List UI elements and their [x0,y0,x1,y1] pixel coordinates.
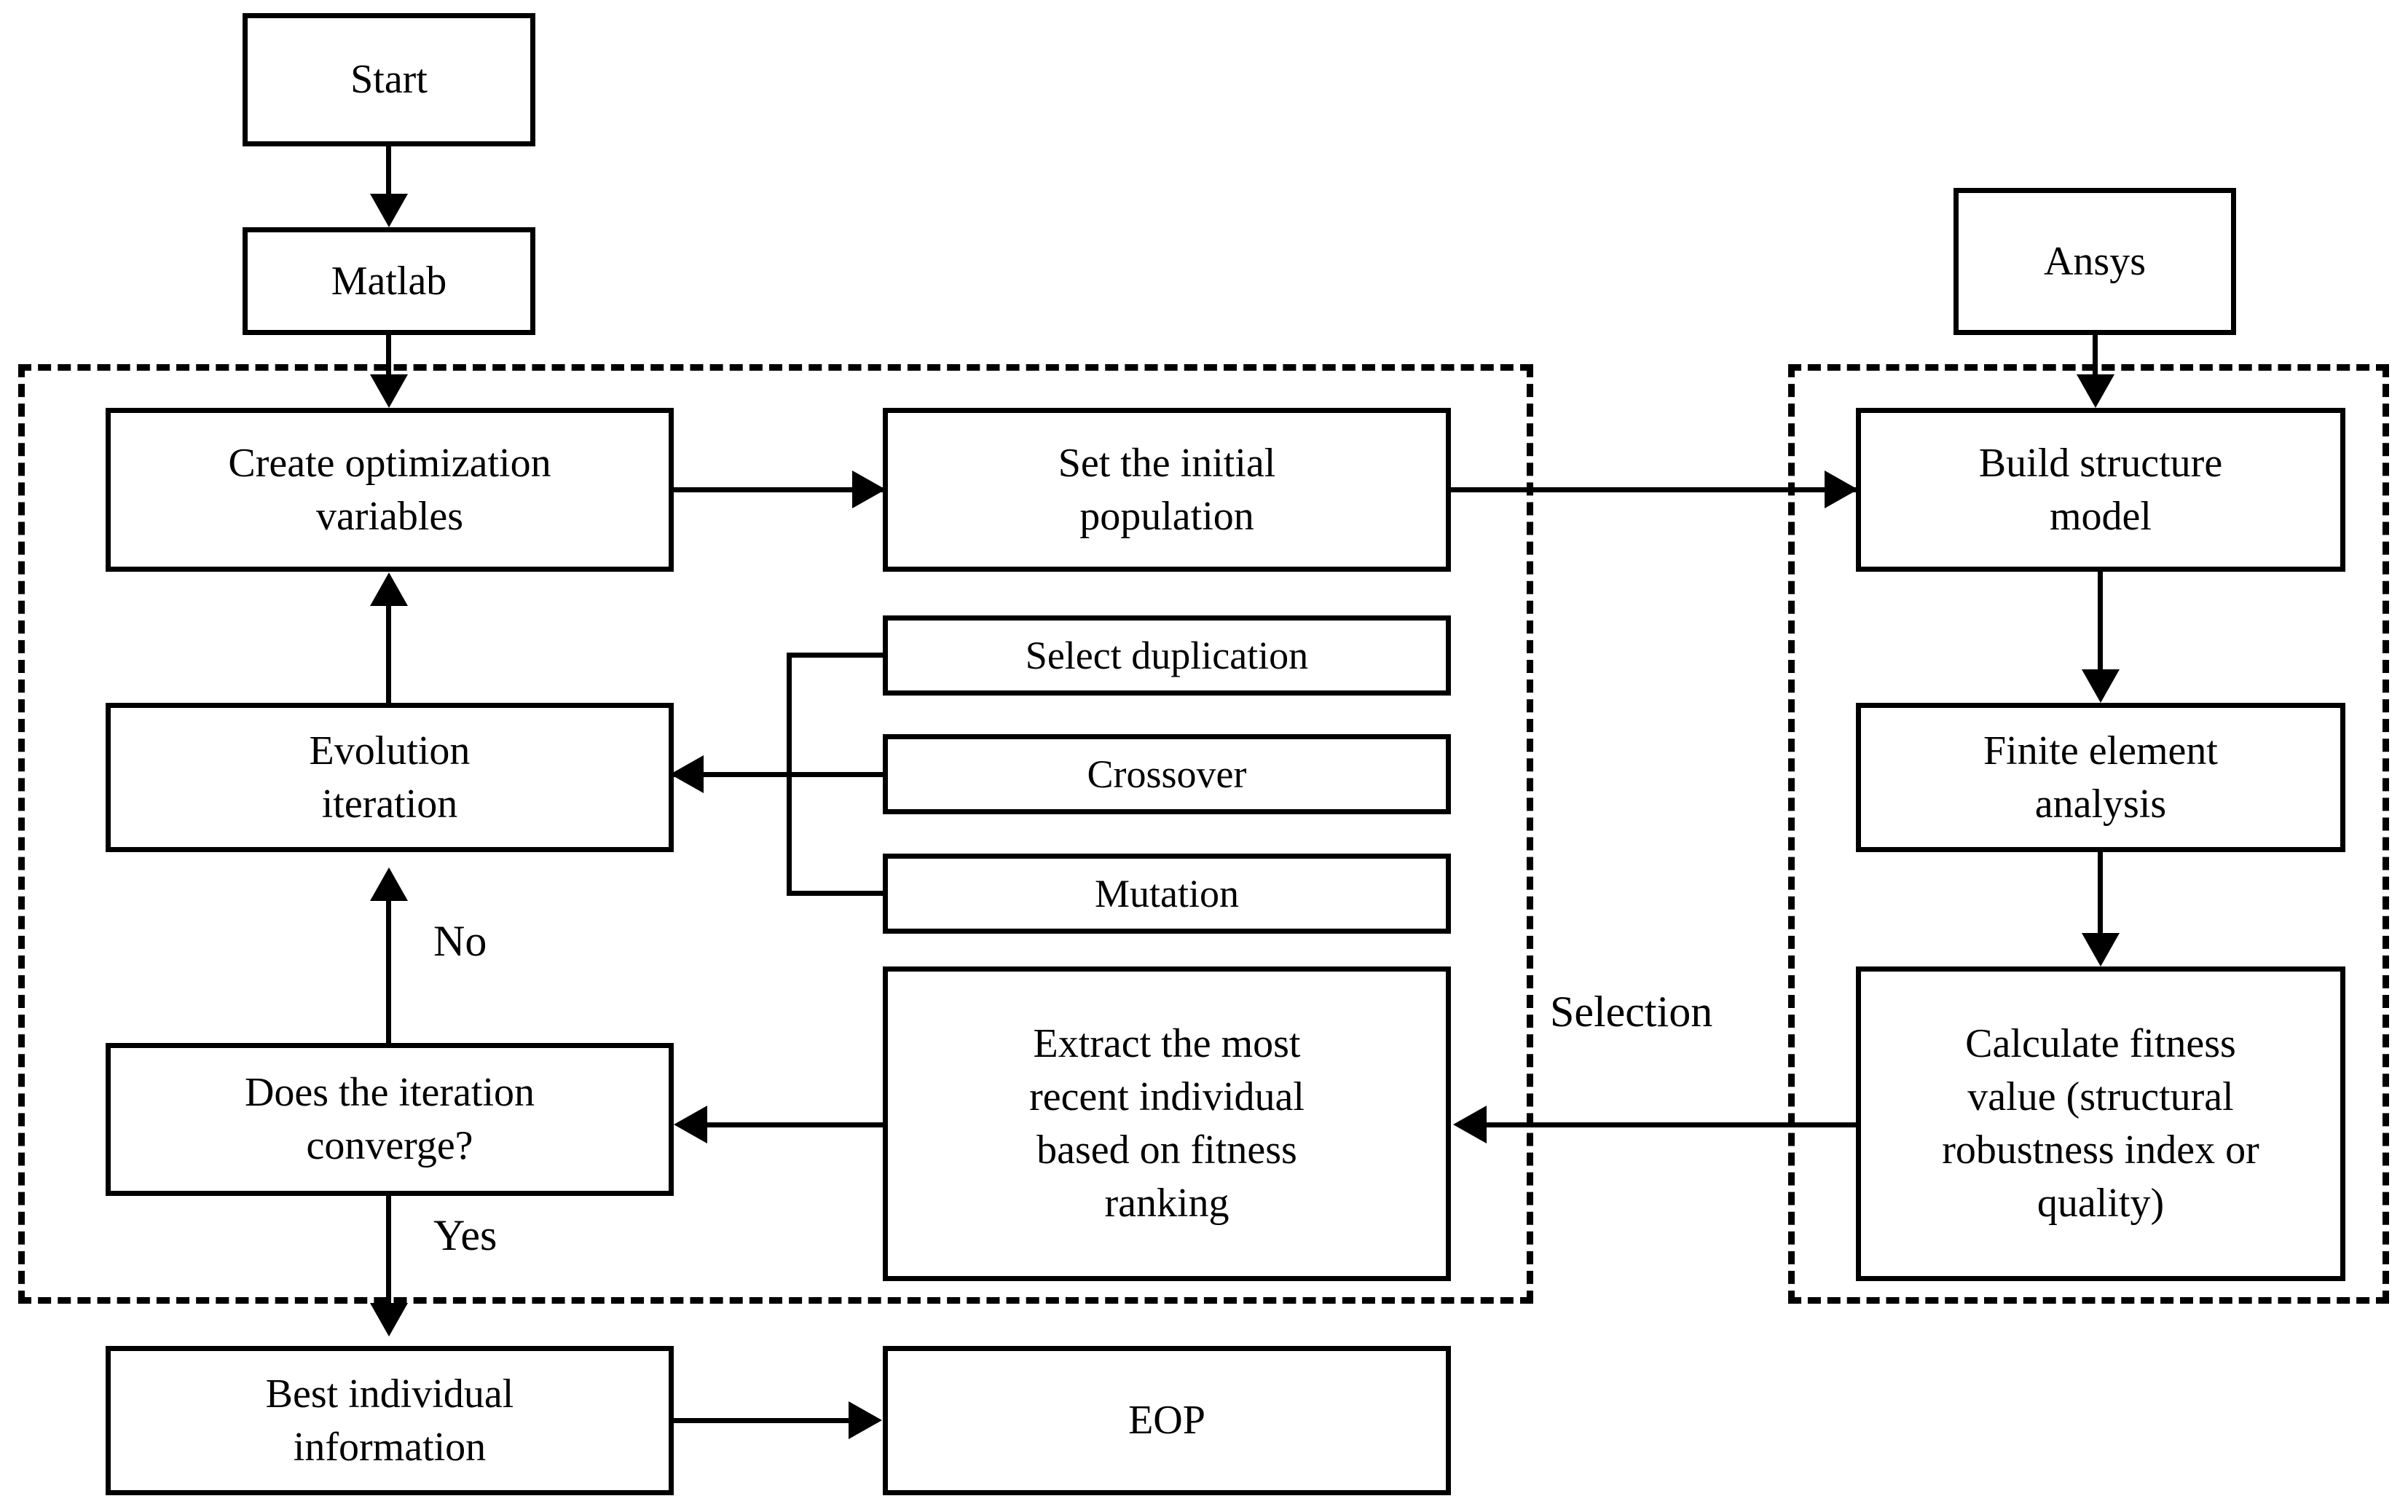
node-start[interactable]: Start [243,13,535,146]
arrowhead-build-model-to-fea [2082,669,2120,703]
node-best-individual-information[interactable]: Best individual information [106,1346,674,1495]
node-create-variables-line2: variables [315,493,464,539]
edge-converge-no-to-evolution [386,901,391,1043]
node-crossover-label: Crossover [1087,752,1247,796]
edge-label-no: No [433,917,487,965]
node-finite-element-analysis[interactable]: Finite element analysis [1856,703,2345,852]
edge-label-selection: Selection [1550,988,1713,1036]
node-create-optimization-variables[interactable]: Create optimization variables [106,408,674,572]
arrowhead-fea-to-fitness [2082,933,2120,966]
node-fitness-line4: quality) [2037,1180,2165,1226]
edge-ansys-to-build-model [2093,335,2098,402]
node-best-individual-line2: information [293,1424,487,1470]
node-set-initial-population[interactable]: Set the initial population [883,408,1451,572]
node-mutation[interactable]: Mutation [883,854,1451,934]
node-extract-line1: Extract the most [1033,1021,1301,1067]
arrowhead-converge-yes-to-best-individual [370,1303,408,1336]
node-matlab-label: Matlab [331,258,447,304]
arrowhead-start-to-matlab [370,194,408,227]
arrowhead-set-population-to-build-model [1825,470,1858,508]
node-matlab[interactable]: Matlab [243,227,535,335]
edge-matlab-to-create-variables [386,335,391,402]
node-crossover[interactable]: Crossover [883,734,1451,814]
node-evolution-line2: iteration [321,781,458,827]
edge-create-variables-to-set-population [674,487,885,492]
node-set-population-line2: population [1079,493,1254,539]
node-extract-recent-individual[interactable]: Extract the most recent individual based… [883,966,1451,1281]
node-build-model-line1: Build structure [1978,440,2223,486]
node-extract-line2: recent individual [1029,1074,1305,1120]
node-fitness-line2: value (structural [1967,1074,2234,1120]
arrowhead-spine-to-evolution-iteration [670,755,704,793]
arrowhead-extract-to-converge [674,1106,707,1143]
node-select-duplication-label: Select duplication [1025,633,1309,677]
node-calculate-fitness-value[interactable]: Calculate fitness value (structural robu… [1856,966,2345,1281]
node-select-duplication[interactable]: Select duplication [883,615,1451,696]
node-converge-line1: Does the iteration [244,1070,535,1116]
node-extract-line3: based on fitness [1036,1127,1297,1173]
edge-fea-to-fitness [2098,852,2103,934]
node-extract-line4: ranking [1104,1180,1229,1226]
edge-start-to-matlab [386,146,391,203]
node-evolution-line1: Evolution [309,728,471,773]
arrowhead-ansys-to-build-model [2077,374,2114,408]
arrowhead-converge-no-to-evolution [370,867,408,901]
node-ansys[interactable]: Ansys [1953,188,2236,335]
node-build-model-line2: model [2050,493,2152,539]
matlab-group-region [18,364,1533,1304]
node-build-structure-model[interactable]: Build structure model [1856,408,2345,572]
ansys-group-region [1788,364,2389,1304]
node-converge-line2: converge? [306,1123,473,1168]
arrowhead-evolution-to-create-variables [370,572,408,606]
node-fea-line2: analysis [2034,781,2167,827]
edge-select-duplication-to-spine [787,653,885,658]
arrowhead-matlab-to-create-variables [370,374,408,408]
arrowhead-create-variables-to-set-population [852,470,886,508]
edge-converge-yes-to-best-individual [386,1196,391,1309]
edge-set-population-to-build-model [1451,487,1859,492]
edge-spine-to-evolution-iteration [674,772,790,777]
arrowhead-fitness-to-extract-selection [1453,1106,1487,1143]
edge-evolution-to-create-variables [386,606,391,703]
node-fitness-line3: robustness index or [1942,1127,2259,1173]
node-set-population-line1: Set the initial [1058,440,1276,486]
edge-fitness-to-extract-selection [1486,1122,1859,1127]
edge-label-yes: Yes [433,1211,497,1259]
node-evolution-iteration[interactable]: Evolution iteration [106,703,674,852]
arrowhead-best-individual-to-eop [849,1401,882,1439]
node-eop[interactable]: EOP [883,1346,1451,1495]
node-best-individual-line1: Best individual [265,1371,514,1417]
node-does-iteration-converge[interactable]: Does the iteration converge? [106,1043,674,1196]
node-create-variables-line1: Create optimization [228,440,551,486]
edge-build-model-to-fea [2098,572,2103,670]
edge-best-individual-to-eop [674,1418,878,1423]
node-fea-line1: Finite element [1983,728,2218,773]
edge-crossover-to-spine [787,772,885,777]
node-ansys-label: Ansys [2043,238,2147,284]
node-eop-label: EOP [1128,1398,1205,1444]
edge-mutation-to-spine [787,891,885,896]
node-mutation-label: Mutation [1095,871,1239,916]
node-start-label: Start [350,57,428,103]
edge-extract-to-converge [707,1122,887,1127]
node-fitness-line1: Calculate fitness [1965,1021,2236,1067]
